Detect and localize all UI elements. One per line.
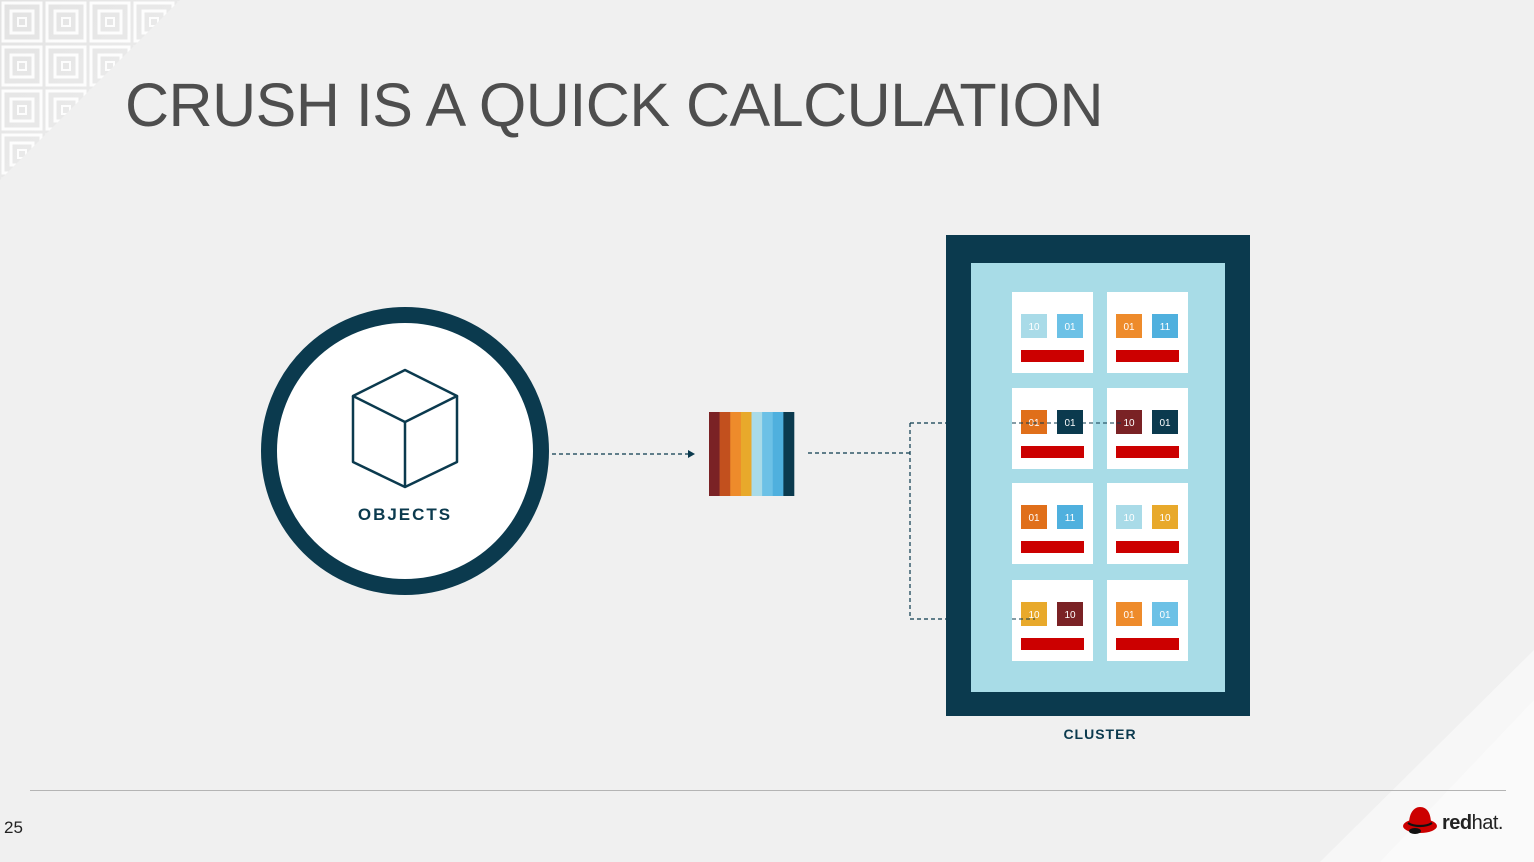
storage-node: 01 01 <box>1107 580 1188 661</box>
data-chip-label: 01 <box>1159 418 1171 429</box>
slide-title: CRUSH IS A QUICK CALCULATION <box>125 71 1104 139</box>
data-chip-label: 10 <box>1064 610 1076 621</box>
data-chip <box>1021 505 1047 529</box>
disk-bar <box>1021 638 1084 650</box>
disk-bar <box>1116 638 1179 650</box>
data-chip <box>1021 314 1047 338</box>
data-chip-label: 01 <box>1159 610 1171 621</box>
objects-to-hash-arrow <box>552 450 695 458</box>
disk-bar <box>1116 446 1179 458</box>
redhat-logo: redhat. <box>1402 804 1512 840</box>
data-chip-label: 10 <box>1159 513 1171 524</box>
crush-hash-stripes <box>709 412 795 496</box>
connector-overlay <box>1012 422 1122 620</box>
data-chip <box>1057 410 1083 434</box>
data-chip-label: 11 <box>1160 322 1171 333</box>
data-chip-label: 01 <box>1123 322 1135 333</box>
storage-node: 10 10 <box>1107 483 1188 564</box>
storage-node: 10 10 <box>1012 580 1093 661</box>
storage-node: 01 11 <box>1012 483 1093 564</box>
disk-bar <box>1116 350 1179 362</box>
data-chip <box>1152 410 1178 434</box>
data-chip-label: 10 <box>1028 610 1040 621</box>
disk-bar <box>1021 541 1084 553</box>
hash-stripe <box>762 412 774 496</box>
objects-label: OBJECTS <box>357 505 453 524</box>
disk-bar <box>1021 446 1084 458</box>
storage-node: 10 01 <box>1107 388 1188 469</box>
cluster-label: CLUSTER <box>1063 726 1137 742</box>
data-chip <box>1152 602 1178 626</box>
data-chip <box>1116 602 1142 626</box>
data-chip <box>1116 314 1142 338</box>
hash-stripe <box>751 412 763 496</box>
data-chip-label: 10 <box>1123 513 1135 524</box>
corner-pattern <box>0 0 180 180</box>
data-chip <box>1116 410 1142 434</box>
hash-stripe <box>719 412 731 496</box>
logo-text-bold: red <box>1442 812 1472 834</box>
hash-stripe <box>709 412 720 496</box>
disk-bar <box>1116 541 1179 553</box>
data-chip <box>1021 602 1047 626</box>
data-chip-label: 10 <box>1028 322 1040 333</box>
hash-stripe <box>772 412 784 496</box>
cube-icon <box>351 368 459 489</box>
data-chip-label: 01 <box>1123 610 1135 621</box>
hash-stripe <box>740 412 752 496</box>
logo-text-light: hat. <box>1471 812 1504 834</box>
data-chip-label: 11 <box>1065 513 1076 524</box>
data-chip <box>1021 410 1047 434</box>
hash-stripe <box>783 412 795 496</box>
objects-node <box>261 307 549 595</box>
data-chip <box>1057 314 1083 338</box>
data-chip <box>1152 314 1178 338</box>
data-chip <box>1116 505 1142 529</box>
hash-stripe <box>730 412 742 496</box>
data-chip-label: 01 <box>1028 513 1040 524</box>
data-chip-label: 01 <box>1064 322 1076 333</box>
data-chip <box>1057 505 1083 529</box>
page-number: 25 <box>4 818 23 837</box>
data-chip-label: 10 <box>1123 418 1135 429</box>
storage-node: 01 11 <box>1107 292 1188 373</box>
storage-node: 10 01 <box>1012 292 1093 373</box>
footer-divider <box>30 790 1506 791</box>
disk-bar <box>1021 350 1084 362</box>
data-chip <box>1152 505 1178 529</box>
data-chip <box>1057 602 1083 626</box>
cluster <box>946 235 1250 716</box>
shadowman-icon <box>1403 807 1437 834</box>
